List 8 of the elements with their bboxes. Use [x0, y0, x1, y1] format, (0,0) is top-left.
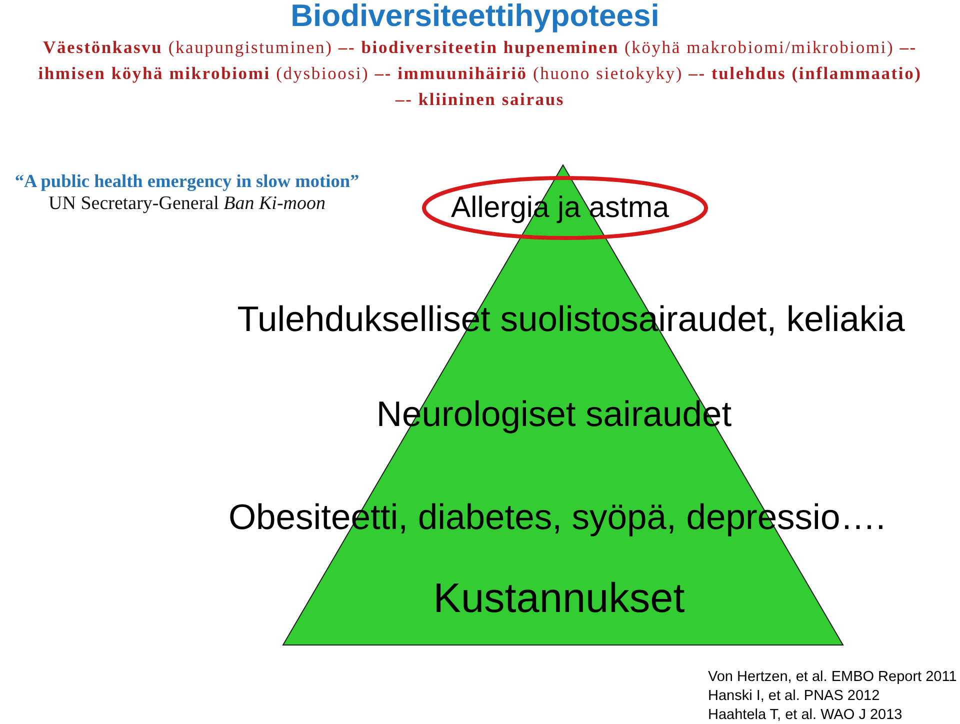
- pyramid-level-text: Kustannukset: [433, 574, 685, 621]
- reference-text: Haahtela T, et al. WAO J 2013: [708, 707, 902, 724]
- reference-text: Hanski I, et al. PNAS 2012: [708, 688, 880, 705]
- hypothesis-chain-text: Väestönkasvu (kaupungistuminen) –- biodiversiteetin hupeneminen (köyhä makrobiomi/mikrobiomi) –- ihmisen köyhä mikrobiomi (dysbioosi) –- immuunihäiriö (huono sietokyky) –- tulehdus (inflammaatio) –- kliininen sairaus: [37, 36, 923, 111]
- slide-title: Biodiversiteettihypoteesi: [290, 0, 660, 34]
- reference-text: Von Hertzen, et al. EMBO Report 2011: [708, 669, 957, 686]
- quote-attribution: UN Secretary-General Ban Ki-moon: [48, 193, 326, 215]
- quote-text: “A public health emergency in slow motion”: [14, 171, 360, 192]
